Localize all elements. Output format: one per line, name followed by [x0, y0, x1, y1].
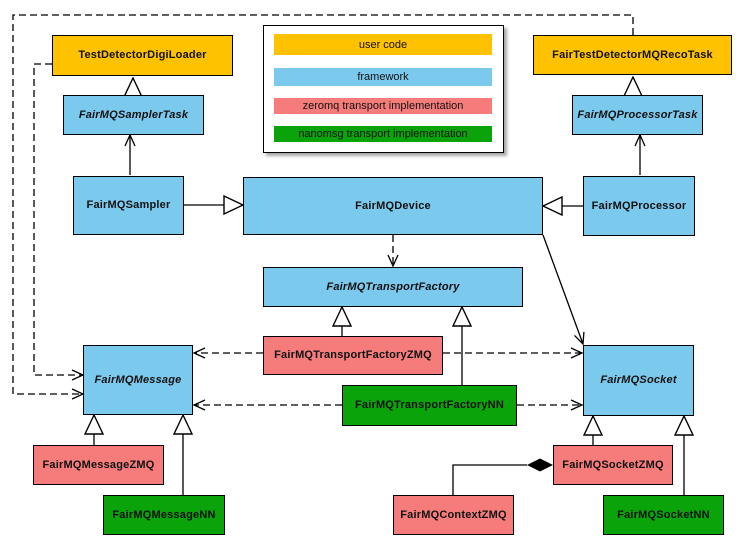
- edge-digiloader-to-message-dependency: [33, 63, 83, 375]
- node-fairmq-socket: FairMQSocket: [583, 345, 694, 416]
- node-fairmq-sampler-task: FairMQSamplerTask: [63, 95, 204, 135]
- node-fairmq-processor-task: FairMQProcessorTask: [572, 95, 703, 135]
- legend-item-nanomsg: nanomsg transport implementation: [274, 126, 492, 142]
- node-test-detector-digi-loader: TestDetectorDigiLoader: [52, 35, 233, 76]
- node-fairmq-sampler: FairMQSampler: [73, 176, 184, 235]
- node-fairmq-device: FairMQDevice: [243, 177, 543, 235]
- node-fair-test-detector-mq-reco-task: FairTestDetectorMQRecoTask: [533, 35, 732, 75]
- edge-recotask-to-message-dependency: [12, 14, 634, 394]
- node-fairmq-socket-nn: FairMQSocketNN: [603, 495, 724, 535]
- legend-item-user-code: user code: [274, 34, 492, 55]
- legend: user code framework zeromq transport imp…: [263, 25, 504, 153]
- edge-device-to-socket-association: [542, 234, 583, 344]
- edge-contextzmq-to-socketzmq-composition: [452, 464, 527, 495]
- legend-item-zeromq: zeromq transport implementation: [274, 98, 492, 114]
- node-fairmq-context-zmq: FairMQContextZMQ: [393, 495, 514, 535]
- node-fairmq-transport-factory-nn: FairMQTransportFactoryNN: [342, 385, 517, 426]
- node-fairmq-transport-factory: FairMQTransportFactory: [263, 267, 523, 307]
- node-fairmq-socket-zmq: FairMQSocketZMQ: [553, 445, 673, 485]
- node-fairmq-message: FairMQMessage: [83, 345, 193, 415]
- node-fairmq-message-nn: FairMQMessageNN: [103, 495, 225, 535]
- node-fairmq-transport-factory-zmq: FairMQTransportFactoryZMQ: [263, 336, 443, 375]
- node-fairmq-message-zmq: FairMQMessageZMQ: [33, 445, 164, 485]
- composition-diamond-icon: [527, 458, 553, 472]
- node-fairmq-processor: FairMQProcessor: [583, 176, 695, 236]
- legend-item-framework: framework: [274, 68, 492, 86]
